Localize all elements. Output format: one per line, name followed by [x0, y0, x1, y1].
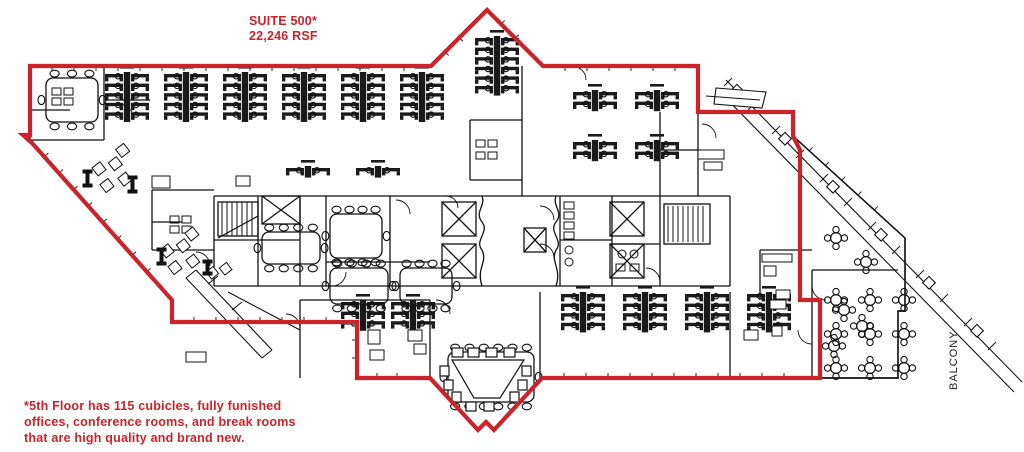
cubicle-pod: [282, 66, 326, 122]
restroom-fixtures: [51, 87, 640, 272]
cubicle-pod: [623, 286, 667, 333]
balcony-label: BALCONY: [948, 330, 960, 390]
cubicle-pod: [356, 160, 400, 178]
suite-area-label: 22,246 RSF: [249, 29, 318, 43]
cubicle-pod: [164, 66, 208, 122]
conference-table: [37, 69, 107, 131]
exterior-walkway-southwest: [185, 269, 273, 359]
conference-rooms: [37, 69, 543, 411]
cubicle-pod: [635, 84, 679, 112]
cubicle-pod: [573, 84, 617, 112]
stairs: [217, 201, 711, 245]
footnote-line-1: *5th Floor has 115 cubicles, fully funis…: [24, 399, 282, 413]
footnote-line-3: that are high quality and brand new.: [24, 431, 245, 445]
floor-footnote: *5th Floor has 115 cubicles, fully funis…: [24, 398, 296, 446]
door-swings: [117, 65, 827, 345]
cubicle-pod: [685, 286, 729, 333]
suite-title-block: SUITE 500* 22,246 RSF: [249, 14, 318, 44]
cubicle-pod: [475, 30, 519, 96]
conference-table: [391, 259, 461, 313]
cubicle-pod: [105, 66, 149, 122]
suite-number-label: SUITE 500*: [249, 14, 318, 28]
conference-table: [321, 205, 391, 267]
cubicle-pod: [400, 66, 444, 122]
exterior-walkway: [705, 77, 1023, 393]
cubicle-pods: [105, 30, 791, 333]
cubicle-pod: [561, 286, 605, 333]
cubicle-pod: [573, 134, 617, 162]
misc-furniture: [82, 142, 793, 363]
conference-table: [253, 223, 329, 273]
cubicle-pod: [286, 160, 330, 178]
cubicle-pod: [223, 66, 267, 122]
cubicle-pod: [341, 66, 385, 122]
suite-boundary-outline: [17, 7, 823, 434]
conference-table: [321, 259, 397, 313]
board-room: [439, 347, 532, 412]
footnote-line-2: offices, conference rooms, and break roo…: [24, 415, 296, 429]
cubicle-pod: [635, 134, 679, 162]
